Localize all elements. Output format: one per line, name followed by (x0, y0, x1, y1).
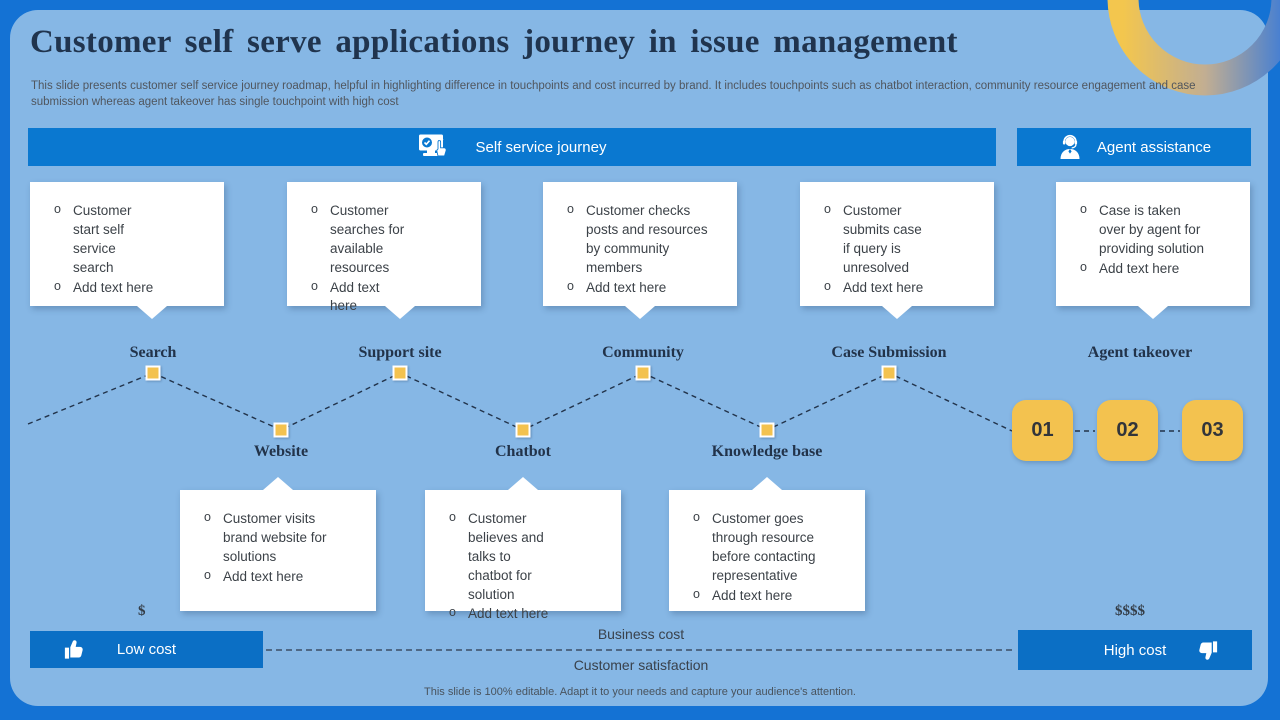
customer-satisfaction-label: Customer satisfaction (573, 657, 709, 673)
callout-item: Add text here (693, 586, 830, 606)
footer-note: This slide is 100% editable. Adapt it to… (424, 686, 856, 698)
callout-box-support-site[interactable]: Customer searches for available resource… (287, 182, 481, 319)
thumbs-up-icon (62, 636, 89, 663)
monitor-click-icon (418, 133, 450, 161)
callout-item: Add text here (449, 604, 556, 624)
node-search (145, 365, 161, 381)
callout-item: Add text here (1080, 259, 1210, 279)
callout-item: Add text here (824, 278, 926, 298)
callout-item: Add text here (204, 567, 336, 587)
callout-item: Customer start self service search (54, 201, 158, 278)
agent-assistance-label: Agent assistance (1096, 138, 1212, 156)
callout-item: Case is taken over by agent for providin… (1080, 201, 1210, 259)
callout-item: Add text here (311, 278, 407, 317)
callout-item: Customer believes and talks to chatbot f… (449, 509, 556, 604)
low-cost-symbol: $ (138, 603, 146, 619)
callout-list: Customer start self service search Add t… (54, 201, 158, 298)
callout-list: Case is taken over by agent for providin… (1080, 201, 1210, 279)
callout-item: Customer checks posts and resources by c… (567, 201, 709, 278)
stage-label-website: Website (253, 443, 309, 460)
node-community (635, 365, 651, 381)
callout-item: Customer visits brand website for soluti… (204, 509, 336, 567)
stage-label-search: Search (129, 344, 177, 361)
callout-list: Customer believes and talks to chatbot f… (449, 509, 556, 624)
self-service-journey-header[interactable]: Self service journey (28, 128, 996, 166)
callout-list: Customer checks posts and resources by c… (567, 201, 709, 298)
callout-box-website[interactable]: Customer visits brand website for soluti… (180, 477, 376, 611)
callout-box-community[interactable]: Customer checks posts and resources by c… (543, 182, 737, 319)
callout-box-search[interactable]: Customer start self service search Add t… (30, 182, 224, 319)
callout-item: Customer submits case if query is unreso… (824, 201, 926, 278)
stage-label-support-site: Support site (358, 344, 442, 361)
callout-item: Customer searches for available resource… (311, 201, 407, 278)
agent-assistance-header[interactable]: Agent assistance (1017, 128, 1251, 166)
step-badge-03[interactable]: 03 (1182, 400, 1243, 461)
stage-label-knowledge-base: Knowledge base (711, 443, 823, 460)
node-support-site (392, 365, 408, 381)
stage-label-community: Community (602, 344, 684, 361)
callout-list: Customer searches for available resource… (311, 201, 407, 317)
low-cost-button[interactable]: Low cost (30, 631, 263, 668)
node-knowledge-base (759, 422, 775, 438)
page-title: Customer self serve applications journey… (30, 24, 958, 60)
callout-box-knowledge-base[interactable]: Customer goes through resource before co… (669, 477, 865, 611)
step-badge-01[interactable]: 01 (1012, 400, 1073, 461)
stage-label-chatbot: Chatbot (494, 443, 552, 460)
low-cost-button-label: Low cost (116, 641, 177, 658)
node-website (273, 422, 289, 438)
callout-list: Customer goes through resource before co… (693, 509, 830, 606)
high-cost-button[interactable]: High cost (1018, 630, 1252, 670)
callout-item: Add text here (54, 278, 158, 298)
callout-list: Customer visits brand website for soluti… (204, 509, 336, 587)
callout-box-chatbot[interactable]: Customer believes and talks to chatbot f… (425, 477, 621, 622)
stage-label-case-submission: Case Submission (831, 344, 947, 361)
self-service-journey-label: Self service journey (475, 138, 607, 156)
thumbs-down-icon (1193, 637, 1220, 664)
step-badge-02[interactable]: 02 (1097, 400, 1158, 461)
node-chatbot (515, 422, 531, 438)
node-case-submission (881, 365, 897, 381)
business-cost-label: Business cost (597, 626, 685, 642)
callout-item: Add text here (567, 278, 709, 298)
callout-list: Customer submits case if query is unreso… (824, 201, 926, 298)
callout-box-case-submission[interactable]: Customer submits case if query is unreso… (800, 182, 994, 319)
stage-label-agent-takeover: Agent takeover (1087, 344, 1193, 361)
support-agent-icon (1057, 133, 1083, 161)
callout-item: Customer goes through resource before co… (693, 509, 830, 586)
callout-box-agent-takeover[interactable]: Case is taken over by agent for providin… (1056, 182, 1250, 319)
high-cost-button-label: High cost (1103, 641, 1167, 659)
high-cost-symbol: $$$$ (1115, 603, 1145, 619)
slide-description: This slide presents customer self servic… (31, 80, 1196, 109)
